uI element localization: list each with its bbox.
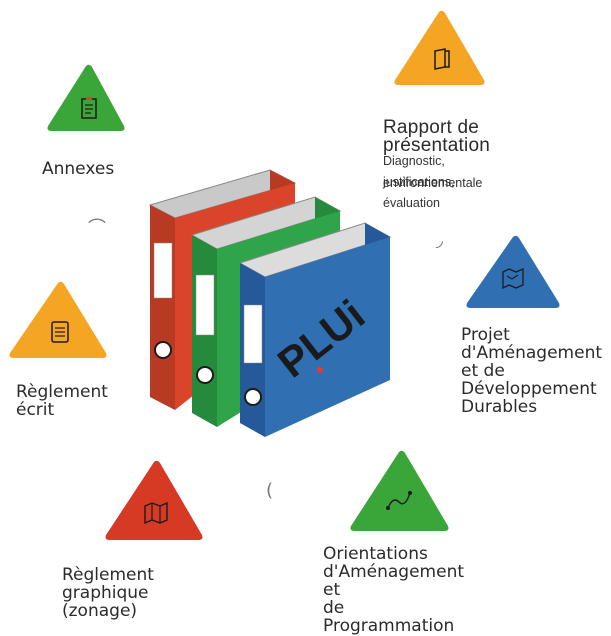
arc-decoration-bottom: ( xyxy=(266,480,274,501)
reglement-ecrit-triangle xyxy=(9,281,107,358)
binders-illustration: PLUi xyxy=(148,169,392,437)
arc-decoration-top-left: ⌒ xyxy=(88,218,106,239)
binder-accent-dot xyxy=(317,367,323,373)
reglement-ecrit-label: Règlement écrit xyxy=(16,382,108,420)
book-icon xyxy=(434,48,450,70)
binder-blue: PLUi xyxy=(238,222,392,437)
annexes-label: Annexes xyxy=(42,159,115,179)
list-icon xyxy=(51,321,69,343)
oap-label: Orientations d'Aménagement et de Program… xyxy=(323,544,465,636)
map-sketch-icon xyxy=(502,268,524,290)
document-icon xyxy=(81,97,97,119)
rapport-subtitle-2: environnementale xyxy=(383,176,483,190)
padd-label: Projet d'Aménagement et de Développement… xyxy=(461,325,603,417)
arc-decoration-right: ◞ xyxy=(436,230,443,251)
rapport-subtitle-1: Diagnostic, justifications, évaluation xyxy=(383,154,455,210)
reglement-graphique-label: Règlement graphique (zonage) xyxy=(62,565,154,621)
rapport-label: Rapport de présentation xyxy=(383,117,490,156)
rapport-triangle xyxy=(394,10,485,85)
oap-triangle xyxy=(350,450,449,531)
map-icon xyxy=(144,501,168,525)
route-icon xyxy=(386,491,412,510)
padd-triangle xyxy=(466,235,560,308)
reglement-graphique-triangle xyxy=(105,460,203,540)
